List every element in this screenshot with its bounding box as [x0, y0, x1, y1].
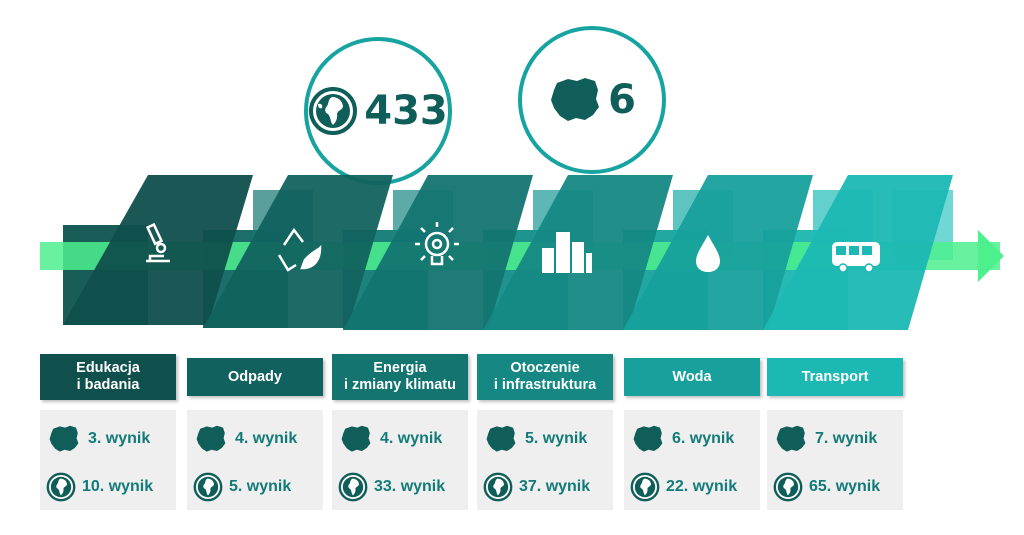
- world-rank-text: 33. wynik: [374, 478, 446, 495]
- poland-rank-row: 7. wynik: [773, 424, 877, 454]
- poland-rank-text: 7. wynik: [815, 430, 878, 447]
- category-label: Odpady: [187, 358, 323, 396]
- poland-map-icon: [773, 424, 809, 454]
- globe-icon: [630, 472, 660, 502]
- bus-icon: [832, 242, 880, 273]
- world-rank-row: 37. wynik: [483, 472, 590, 502]
- poland-map-icon: [630, 424, 666, 454]
- result-box: 5. wynik 37. wynik: [477, 410, 613, 510]
- world-rank-row: 5. wynik: [193, 472, 291, 502]
- world-rank-row: 65. wynik: [773, 472, 880, 502]
- poland-map-icon: [46, 424, 82, 454]
- world-rank-text: 5. wynik: [229, 478, 292, 495]
- buildings-icon: [542, 232, 592, 273]
- globe-icon: [773, 472, 803, 502]
- poland-rank-text: 4. wynik: [235, 430, 298, 447]
- result-box: 4. wynik 5. wynik: [187, 410, 323, 510]
- world-rank-text: 37. wynik: [519, 478, 591, 495]
- result-box: 6. wynik 22. wynik: [624, 410, 760, 510]
- globe-icon: [46, 472, 76, 502]
- result-box: 4. wynik 33. wynik: [332, 410, 468, 510]
- category-label: Otoczenie i infrastruktura: [477, 354, 613, 400]
- poland-rank-text: 6. wynik: [672, 430, 735, 447]
- poland-score-badge: 6: [518, 26, 666, 174]
- poland-rank-text: 5. wynik: [525, 430, 588, 447]
- category-label: Woda: [624, 358, 760, 396]
- category-band: [40, 175, 1004, 330]
- world-score-badge: 433: [304, 37, 452, 185]
- world-rank-row: 10. wynik: [46, 472, 153, 502]
- globe-icon: [193, 472, 223, 502]
- world-score-value: 433: [364, 88, 448, 134]
- poland-map-icon: [551, 78, 600, 121]
- result-box: 7. wynik 65. wynik: [767, 410, 903, 510]
- world-rank-text: 22. wynik: [666, 478, 738, 495]
- poland-rank-row: 6. wynik: [630, 424, 734, 454]
- poland-rank-row: 4. wynik: [338, 424, 442, 454]
- world-rank-row: 33. wynik: [338, 472, 445, 502]
- poland-map-icon: [483, 424, 519, 454]
- world-rank-row: 22. wynik: [630, 472, 737, 502]
- poland-map-icon: [193, 424, 229, 454]
- lightbulb-icon: [415, 222, 459, 266]
- microscope-icon: [145, 222, 170, 263]
- category-label: Energia i zmiany klimatu: [332, 354, 468, 400]
- globe-icon: [338, 472, 368, 502]
- poland-rank-row: 5. wynik: [483, 424, 587, 454]
- water-drop-icon: [696, 235, 720, 272]
- poland-map-icon: [338, 424, 374, 454]
- globe-icon: [309, 87, 358, 135]
- poland-score-value: 6: [608, 77, 636, 123]
- poland-rank-row: 3. wynik: [46, 424, 150, 454]
- poland-rank-row: 4. wynik: [193, 424, 297, 454]
- poland-rank-text: 4. wynik: [380, 430, 443, 447]
- world-rank-text: 65. wynik: [809, 478, 881, 495]
- category-label: Edukacja i badania: [40, 354, 176, 400]
- globe-icon: [483, 472, 513, 502]
- world-rank-text: 10. wynik: [82, 478, 154, 495]
- category-label: Transport: [767, 358, 903, 396]
- recycle-icon: [277, 227, 322, 272]
- poland-rank-text: 3. wynik: [88, 430, 151, 447]
- result-box: 3. wynik 10. wynik: [40, 410, 176, 510]
